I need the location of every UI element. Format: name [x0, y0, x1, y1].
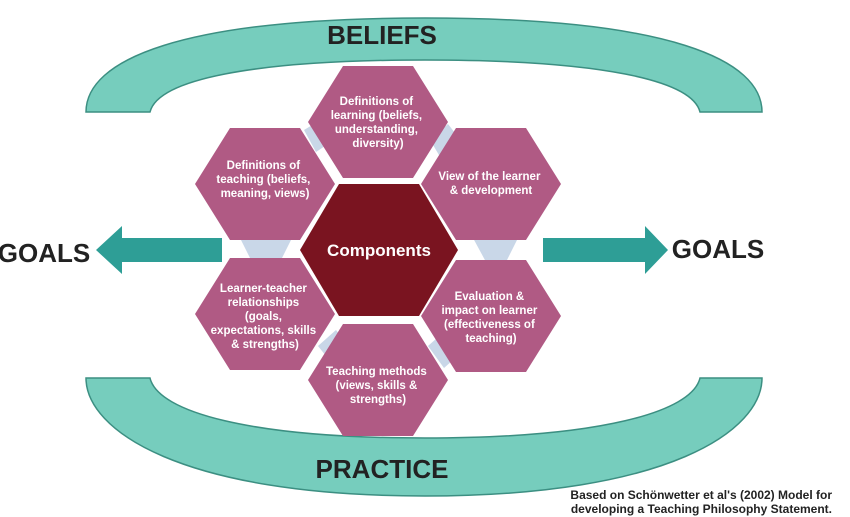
hex-label-line: learning (beliefs, — [331, 110, 422, 122]
hexagon-teaching-methods: Teaching methods (views, skills & streng… — [308, 324, 448, 436]
source-caption: Based on Schönwetter et al's (2002) Mode… — [562, 488, 832, 516]
svg-text:Definitions of learning: Definitions of learning (beliefs, unders… — [331, 96, 426, 150]
hex-label-line: Learner-teacher — [220, 283, 307, 295]
connector-left — [240, 238, 292, 262]
center-label: Components — [327, 241, 431, 260]
goals-left-label: GOALS — [0, 238, 90, 268]
hex-label-line: impact on learner — [441, 305, 537, 317]
svg-text:Evaluation & impact on l: Evaluation & impact on learner (effectiv… — [441, 291, 540, 345]
hex-label-line: understanding, — [335, 124, 418, 136]
beliefs-label: BELIEFS — [327, 20, 437, 50]
hexagon-components: Components — [300, 184, 458, 316]
hex-label-line: Evaluation & — [455, 291, 525, 303]
svg-text:Learner-teacher relation: Learner-teacher relationships (goals, ex… — [211, 283, 320, 351]
hex-label-line: teaching (beliefs, — [216, 174, 310, 186]
caption-line-1: Based on Schönwetter et al's (2002) Mode… — [570, 488, 832, 502]
hex-label-line: View of the learner — [438, 171, 541, 183]
hex-label-line: teaching) — [465, 333, 516, 345]
goals-left-arrow — [96, 226, 222, 274]
hexagon-view-of-learner: View of the learner & development — [421, 128, 561, 240]
hex-label-line: (goals, — [245, 311, 282, 323]
goals-right-label: GOALS — [672, 234, 764, 264]
practice-arch — [85, 377, 763, 497]
hex-label-line: & strengths) — [231, 339, 299, 351]
beliefs-arch — [85, 17, 763, 113]
hex-label-line: (effectiveness of — [444, 319, 535, 331]
hex-label-line: expectations, skills — [211, 325, 316, 337]
hex-label-line: Teaching methods — [326, 366, 427, 378]
hex-label-line: diversity) — [352, 138, 403, 150]
svg-text:View of the learner & de: View of the learner & development — [438, 171, 543, 197]
hex-label-line: relationships — [228, 297, 300, 309]
hexagon-learner-teacher-relationships: Learner-teacher relationships (goals, ex… — [195, 258, 335, 370]
hex-label-line: Definitions of — [340, 96, 414, 108]
svg-text:Definitions of teaching: Definitions of teaching (beliefs, meanin… — [216, 160, 313, 200]
hex-label-line: (views, skills & — [335, 380, 417, 392]
hexagon-definitions-of-learning: Definitions of learning (beliefs, unders… — [308, 66, 448, 178]
caption-line-2: developing a Teaching Philosophy Stateme… — [570, 502, 832, 516]
hexagon-definitions-of-teaching: Definitions of teaching (beliefs, meanin… — [195, 128, 335, 240]
connector-right — [473, 238, 518, 262]
svg-text:Teaching methods (views,: Teaching methods (views, skills & streng… — [326, 366, 430, 406]
hex-label-line: Definitions of — [227, 160, 301, 172]
hexagon-evaluation: Evaluation & impact on learner (effectiv… — [421, 260, 561, 372]
goals-right-arrow — [543, 226, 668, 274]
hex-label-line: & development — [450, 185, 533, 197]
hex-label-line: strengths) — [350, 394, 406, 406]
hex-label-line: meaning, views) — [221, 188, 310, 200]
practice-label: PRACTICE — [316, 454, 449, 484]
